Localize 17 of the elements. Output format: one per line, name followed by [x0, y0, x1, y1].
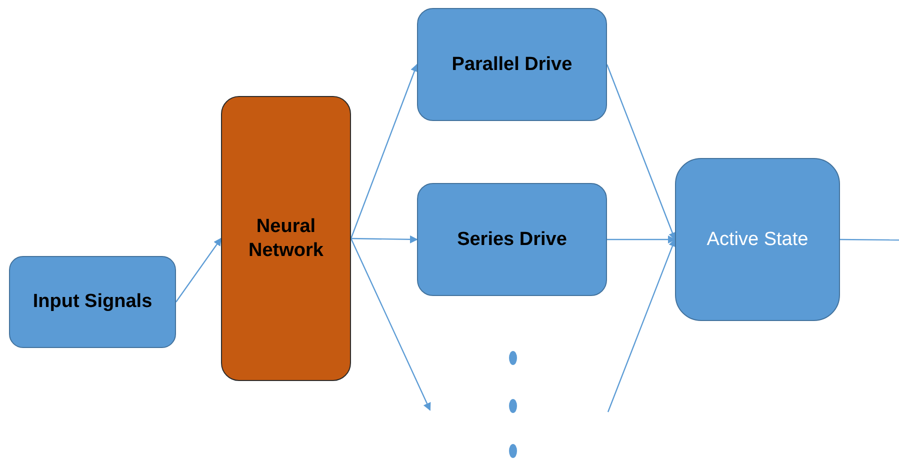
process-box	[221, 96, 351, 381]
arrow	[607, 236, 676, 244]
process-box	[417, 8, 607, 121]
process-box	[417, 183, 607, 296]
arrow	[606, 64, 676, 240]
node-label: Active State	[706, 228, 808, 252]
arrow	[350, 64, 418, 239]
state-box	[675, 158, 840, 321]
node-label: Neural Network	[248, 214, 324, 262]
arrow	[607, 238, 676, 412]
arrow	[176, 238, 222, 302]
node-label: Parallel Drive	[452, 52, 572, 76]
process-box	[9, 256, 176, 348]
node-label: Series Drive	[457, 228, 567, 252]
arrow	[350, 238, 431, 411]
arrow	[351, 235, 418, 244]
node-label: Input Signals	[32, 290, 152, 314]
